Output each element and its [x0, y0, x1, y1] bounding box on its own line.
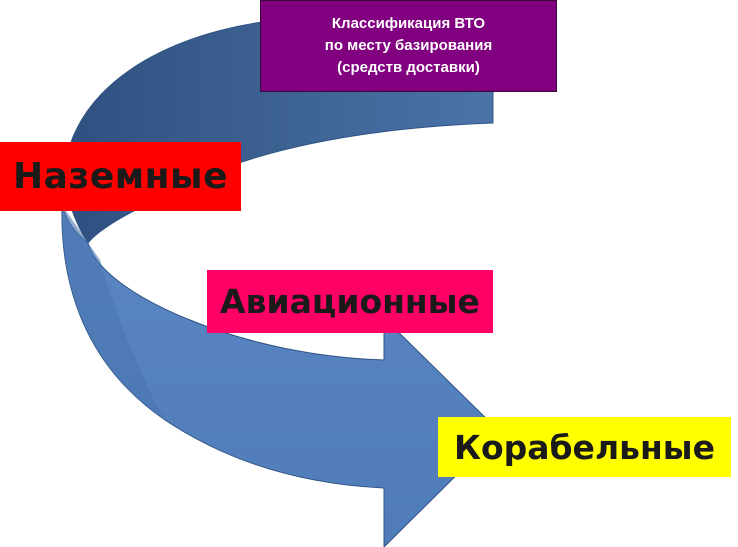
arrow-front-shade [61, 205, 165, 420]
category-ship-box: Корабельные [438, 417, 731, 477]
classification-title-box: Классификация ВТО по месту базирования (… [260, 0, 557, 92]
category-ground-box: Наземные [0, 142, 241, 211]
category-air-label: Авиационные [220, 282, 480, 321]
category-ship-label: Корабельные [453, 427, 716, 467]
category-air-box: Авиационные [207, 270, 493, 333]
title-line-1: Классификация ВТО [331, 15, 486, 32]
title-line-2: по месту базирования [324, 37, 493, 54]
category-ground-label: Наземные [12, 156, 229, 197]
title-line-3: (средств доставки) [337, 59, 480, 76]
